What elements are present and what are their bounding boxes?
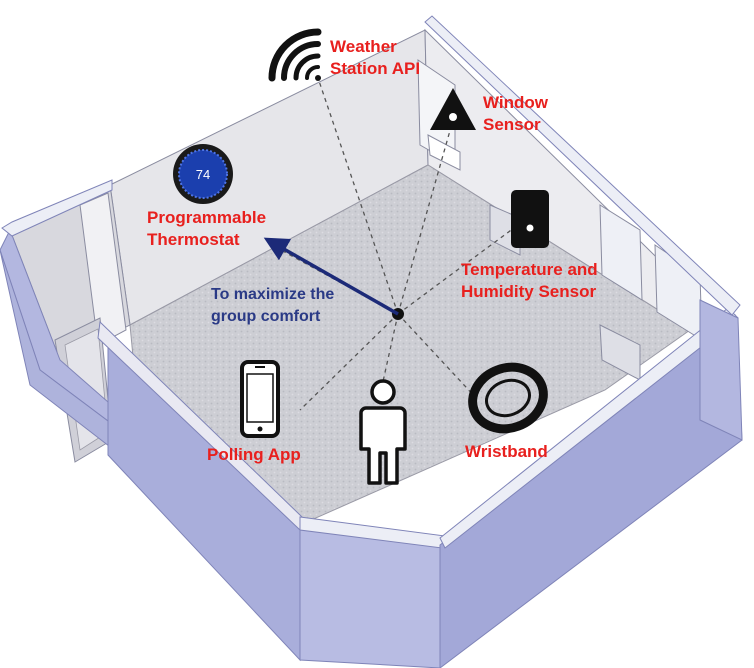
thermostat-label: Programmable Thermostat (147, 208, 267, 249)
triangle-sensor-icon (430, 88, 476, 130)
goal-label: To maximize the group comfort (211, 286, 335, 325)
temperature-humidity-label: Temperature and Humidity Sensor (461, 260, 598, 301)
back-window (417, 59, 461, 171)
polling-app-label: Polling App (207, 445, 301, 464)
temperature-sensor-icon (511, 190, 549, 248)
front-walls (0, 15, 743, 668)
wristband-label: Wristband (465, 442, 548, 461)
thermostat-display: 74 (196, 167, 210, 182)
thermostat-icon: 74 (173, 144, 233, 204)
comfort-arrow (263, 237, 399, 316)
wristband-icon (468, 362, 548, 434)
person-icon (359, 379, 407, 485)
weather-station-label: Weather Station API (330, 37, 421, 78)
wifi-icon (268, 28, 322, 82)
window-sensor-label: Window Sensor (483, 93, 548, 134)
phone-icon (240, 360, 280, 438)
